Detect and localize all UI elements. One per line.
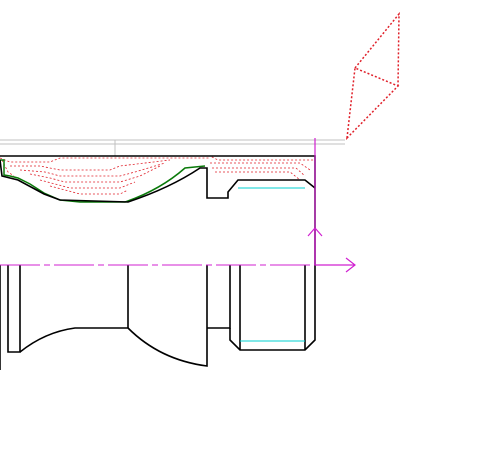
toolpath-pass-2 — [0, 157, 210, 163]
work-origin-axes[interactable] — [307, 138, 356, 273]
part-upper-profile — [0, 159, 316, 203]
thread-lines — [238, 187, 305, 342]
toolpath-pass-4 — [19, 162, 166, 177]
toolpath-pass-right-2 — [212, 167, 306, 177]
toolpath-pass-right-1 — [210, 162, 311, 171]
part-lower-thread-section — [229, 265, 316, 351]
toolpath-pass-5 — [29, 165, 161, 183]
tool-holder — [354, 11, 400, 87]
stock-outline — [0, 139, 345, 156]
tool-insert — [346, 66, 400, 141]
toolpath-pass-7 — [49, 185, 129, 195]
x-axis-arrowhead — [345, 257, 356, 273]
part-lower-relief — [207, 265, 231, 329]
toolpath-pass-right-3 — [215, 171, 301, 181]
z-axis-arrowhead — [307, 227, 323, 237]
cutting-tool[interactable] — [346, 11, 400, 141]
toolpath-pass-3 — [10, 159, 171, 171]
part-lower-step — [7, 265, 21, 353]
part-lower-groove — [19, 265, 208, 367]
